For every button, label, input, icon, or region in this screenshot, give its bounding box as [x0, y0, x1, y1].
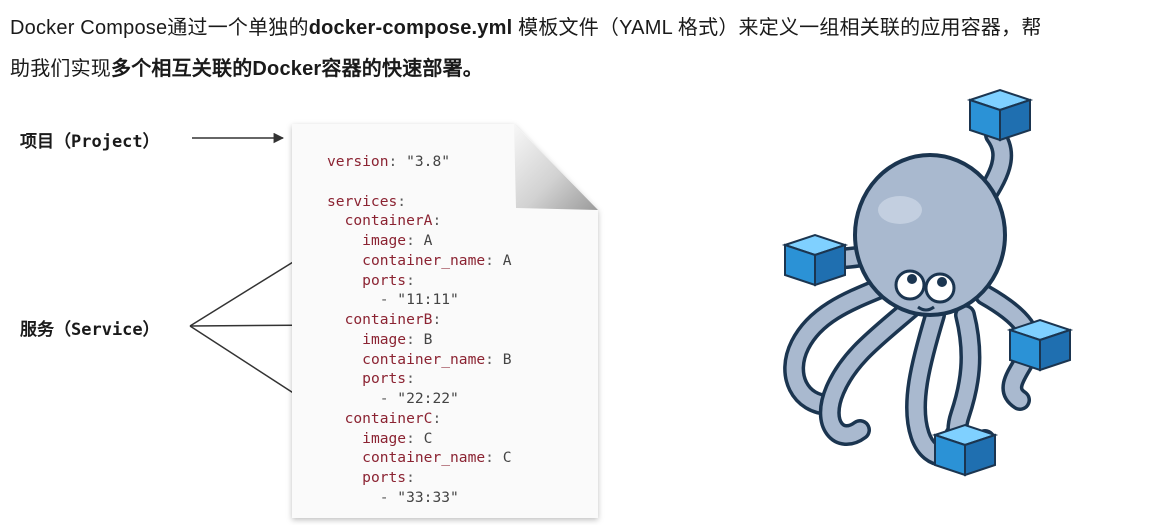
yaml-image-value: A — [423, 232, 433, 249]
yaml-container-name-value: B — [502, 350, 512, 368]
intro-text-1: Docker Compose通过一个单独的 — [10, 17, 309, 39]
docker-compose-octopus-icon — [783, 89, 1071, 476]
yaml-container-name-value: A — [502, 251, 512, 269]
yaml-image-key: image — [362, 330, 407, 348]
yaml-service-name: containerC — [344, 409, 433, 427]
yaml-code-block: version: "3.8" services: containerA: ima… — [327, 153, 512, 506]
yaml-version-key: version — [327, 153, 389, 170]
yaml-ports-key: ports — [362, 271, 407, 289]
intro-text-3: 助我们实现 — [10, 58, 111, 80]
yaml-port-value: "33:33" — [397, 488, 459, 506]
yaml-container-name-key: container_name — [362, 251, 486, 269]
yaml-service-name: containerB — [344, 311, 433, 328]
intro-emphasis: 多个相互关联的Docker容器的快速部署。 — [111, 58, 484, 80]
yaml-port-value: "11:11" — [397, 291, 459, 309]
yaml-version-value: "3.8" — [406, 153, 451, 170]
project-label: 项目（Project） — [20, 132, 160, 152]
yaml-image-value: B — [423, 330, 433, 348]
yaml-container-name-value: C — [502, 449, 512, 467]
intro-paragraph: Docker Compose通过一个单独的docker-compose.yml … — [10, 8, 1150, 90]
yaml-container-name-key: container_name — [362, 350, 486, 368]
yaml-container-name-key: container_name — [362, 449, 486, 467]
yaml-image-value: C — [423, 429, 433, 447]
intro-filename: docker-compose.yml — [308, 17, 513, 39]
yaml-image-key: image — [362, 232, 407, 249]
yaml-port-value: "22:22" — [397, 390, 459, 407]
yaml-image-key: image — [362, 429, 407, 447]
yaml-ports-key: ports — [362, 370, 407, 388]
yaml-ports-key: ports — [362, 469, 407, 486]
yaml-services-key: services — [327, 192, 398, 210]
intro-text-2: 模板文件（YAML 格式）来定义一组相关联的应用容器，帮 — [512, 17, 1042, 39]
service-label: 服务（Service） — [20, 320, 160, 340]
yaml-service-name: containerA — [344, 212, 433, 230]
document-file-icon — [284, 118, 614, 525]
